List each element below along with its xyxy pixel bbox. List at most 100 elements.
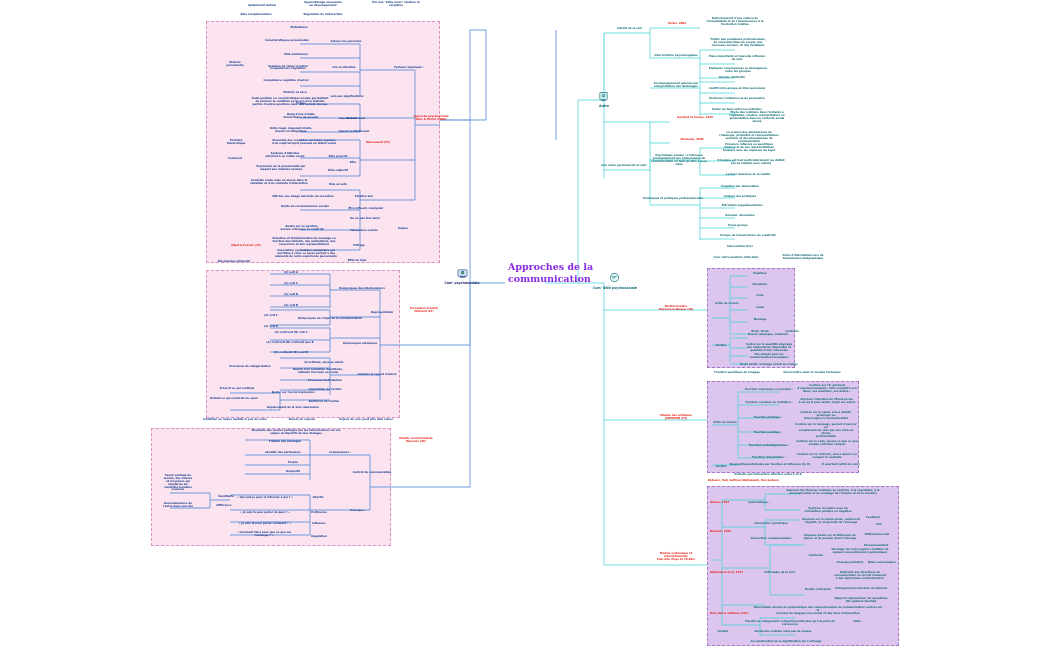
node-g1-0: Motivations <box>290 26 308 29</box>
page-title: Approches de la communication <box>508 262 594 285</box>
node-g2-22: Renforcer de l'action <box>308 400 340 403</box>
node-pa-12: Personne/enfant <box>863 544 889 547</box>
region-palo-alto <box>707 486 899 646</box>
node-g2-3: (A) voit B <box>284 304 298 307</box>
node-g2-20: Rester sur l'accès impression <box>271 391 315 394</box>
node-r0-12: Gaudrot et Grasse, 1958 <box>677 116 713 119</box>
node-g3-18: « Comment faire pour que ce que ma l'éch… <box>236 531 292 537</box>
node-pa-25: Limites <box>717 630 729 633</box>
node-sw-5: Message <box>753 318 767 321</box>
branch-right-bottom-label: Com' NON psychosociale <box>592 286 638 290</box>
node-jk-5: Fonction phatique : <box>753 416 783 419</box>
node-g1-22: Comment <box>228 157 242 160</box>
node-g1-14: Rang d'une échelle hiérarchique de pouvo… <box>283 113 319 119</box>
node-g1-17: Ordre légal, imposant droits, devoirs et… <box>269 127 313 133</box>
node-g1-31: Paraître bon <box>354 195 374 198</box>
node-r0-6: Expliquer convergences ou divergences en… <box>708 67 768 73</box>
node-pa-8: Arm <box>876 523 882 526</box>
node-g3-16: Influence <box>312 522 326 525</box>
node-pa-1: Cybernétique : <box>748 501 770 504</box>
node-jk-6: Centrée sur le canal, vise à établir, pr… <box>800 411 852 420</box>
node-sw-6: Bruit / Bruit <box>751 330 769 333</box>
chat-icon <box>609 272 620 283</box>
node-g1-19: Fonction hiérarchique <box>226 139 246 145</box>
node-g1-24: Rôle prescrit <box>328 155 348 158</box>
node-sw-9: Besoin (physique, matériel) <box>747 333 789 336</box>
node-g3-11: « Qui suis-je pour le informer à qui ? » <box>237 496 293 499</box>
node-g3-top-1: Besoin de repères <box>288 418 316 421</box>
node-g1-30: Afficher une image valorisée de soi-même <box>272 195 334 198</box>
node-g3-14: Pertinence <box>311 511 327 514</box>
node-jk-4: Exprime l'intention de l'Émet-et-vis- à-… <box>798 398 856 404</box>
node-jk-3: Fonction conative ou incitative : <box>745 401 793 404</box>
node-jk-15: R pourtant (effet de com') <box>821 463 861 466</box>
node-r0-5: Place importante et nouvelle réflexion d… <box>708 55 766 61</box>
node-g1-12: Facteurs impliqués : <box>394 66 424 69</box>
node-g2-14: Processus de catégorisation <box>229 365 271 368</box>
node-g2-19: Prescrit ce qui confirme <box>219 387 255 390</box>
node-g3-3: Propos <box>287 461 299 464</box>
node-pa-29: Co-construction de la signification par … <box>750 640 822 643</box>
node-sw-8: Limites <box>715 344 727 347</box>
node-g3-6: Contrat de communication <box>352 471 392 474</box>
node-g1-23: Système d'attentes inhérent à un milieu … <box>265 152 305 158</box>
node-r0-17: Psychologie sociale : s'intéresse princi… <box>650 154 708 166</box>
node-r0-13: Etude des relations liées l'individu à l… <box>729 111 785 123</box>
node-sw-1: Émetteur <box>753 272 767 275</box>
node-jk-11: Fonction référentielle : <box>752 456 786 459</box>
region-marc-picard <box>206 21 440 263</box>
node-g2-15: Besoin d'un réduction incertitude, ratta… <box>292 368 343 374</box>
node-r0-10: Renforcer l'influence et de persuasion <box>709 97 765 100</box>
node-r0-25: Réunion, discussion <box>725 214 755 217</box>
node-r0-28: Intervention tiers <box>727 245 753 248</box>
node-jk-14: Repère/Moment/études par fonction et inf… <box>729 463 811 466</box>
node-g1-33: Être influent, manipuler <box>348 207 384 210</box>
node-g1-25: Expression de la personnalité par rappor… <box>256 165 306 171</box>
node-g3-1: Finalité des échanges <box>269 440 301 443</box>
node-r0-27: Groupe de travail autour de créativité <box>720 234 776 237</box>
node-r0-22: Enquêtes par observation <box>721 185 759 188</box>
node-jk-12: Centrée sur le référent, vise à décrire … <box>797 453 857 459</box>
node-g1-34: De ne pas être aimé <box>350 217 380 220</box>
node-pa-13: Watzlawick et al, 1972 <box>710 571 744 574</box>
node-pa-7: Réponse sur le même mode, renforcent l'é… <box>802 518 860 524</box>
node-g2-5: (A) voit C <box>264 314 278 317</box>
label-perception-autrui: Perception d'autrui Michaud (97) <box>409 307 439 313</box>
node-g2-0: (A) voit A <box>284 271 298 274</box>
node-pa-top-0: Bateson, Hall, Goffman Watzlawick, Don J… <box>708 479 779 482</box>
node-r0-14: Maussion, 2006 <box>680 138 704 141</box>
node-r0-4: Traiter des problèmes professionnels, de… <box>710 38 766 47</box>
node-g1-43: Mécanismes défensifs <box>217 260 251 263</box>
node-g1-35: Rester sur sa position, aucune référence… <box>280 225 324 231</box>
node-g1-top-3: Rôle complémentaire <box>240 13 272 16</box>
node-g2-9: (A) croit/voit (B) voit C <box>274 331 308 334</box>
node-g1-42: Effet de halo <box>347 259 367 262</box>
node-r0-1: Turkle, 2009 <box>667 22 687 25</box>
node-g3-12: Altérité <box>312 496 324 499</box>
node-jk-16: N'étudie pas interaction effective entre… <box>734 473 802 476</box>
node-g1-5: Histoire personnelle <box>226 61 244 67</box>
node-pa-26: Priorité au changement comportemental pl… <box>744 620 836 626</box>
node-sw-top-1: Perte d'informations lors de transmissio… <box>782 254 824 260</box>
node-g3-10: Différence <box>216 504 232 507</box>
node-g1-9: Histoire et vécu <box>283 91 307 94</box>
node-g3-0: Ensemble des savoirs partagés par les in… <box>251 429 341 435</box>
node-sw-2: Récepteur <box>752 283 768 286</box>
node-g1-26: Rôle subjectif <box>327 169 349 172</box>
node-r0-2: Détournement d'une culture de l'immédiat… <box>706 17 764 26</box>
branch-right-top-label: Autre <box>599 104 609 108</box>
node-pa-10: Réponse basée sur la différence de place… <box>803 534 857 540</box>
node-g1-top-4: Régulation de l'interaction <box>303 13 343 16</box>
node-r0-16: Lien entre psychosocial et soin' <box>600 164 648 167</box>
node-pa-6: Interaction symétrique <box>754 522 788 525</box>
node-pa-16: Décalage du code (logico) constitué de s… <box>831 548 889 554</box>
node-g1-28: Conduite réelle mise en œuvre dans la si… <box>250 179 308 185</box>
node-g3-top-2: Enjeux de com' peut être aide visuel <box>339 418 393 421</box>
node-g1-13: Toute position ou caractéristique social… <box>251 97 329 106</box>
node-pa-5: Bateson, 1956 <box>710 530 732 533</box>
node-pa-14: Pathologie de la com' <box>764 571 796 574</box>
node-g3-4: Dispositif <box>286 470 300 473</box>
node-pa-0: Wiener, 1954 <box>710 501 730 504</box>
node-g1-40: Objet & Prévoir (76) <box>231 244 261 247</box>
node-g1-21: Mouvement (FS) <box>365 141 391 144</box>
